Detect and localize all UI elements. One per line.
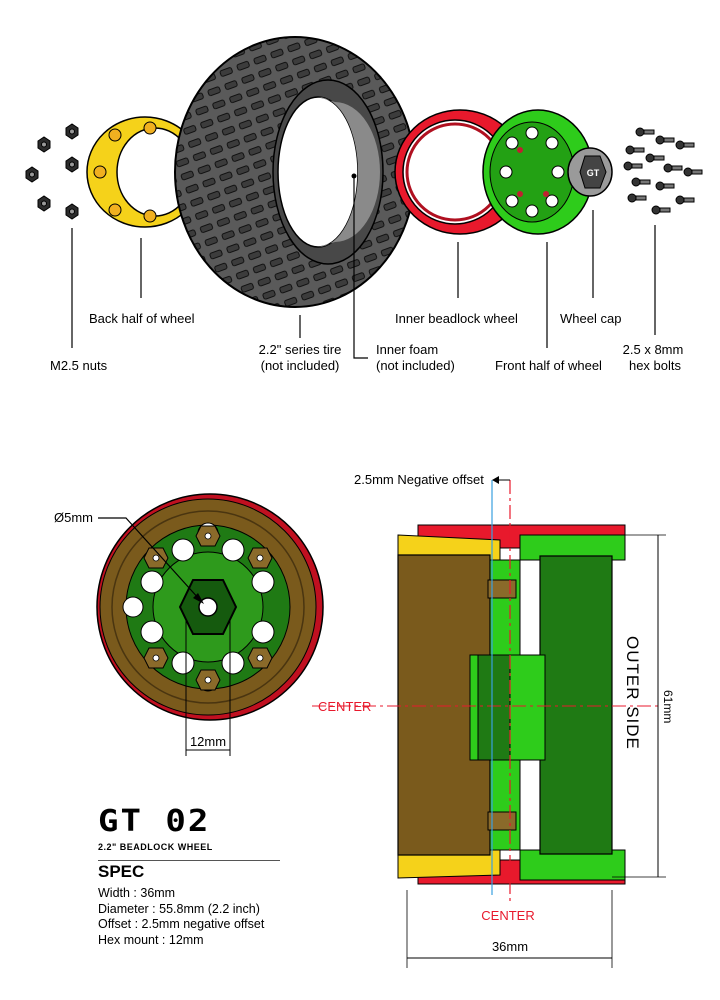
svg-text:GT: GT (587, 168, 600, 178)
label-bolts-1: 2.5 x 8mm (623, 342, 684, 357)
spec-block: SPEC Width : 36mm Diameter : 55.8mm (2.2… (98, 862, 264, 948)
bolt-icon (683, 167, 703, 177)
hex-size-label: 12mm (190, 734, 226, 749)
wheel-cap: GT (567, 147, 613, 197)
bolt-icon (623, 161, 643, 171)
back-half-wheel (86, 116, 204, 228)
label-back-half: Back half of wheel (89, 311, 195, 326)
center-label-left: CENTER (318, 699, 371, 714)
bolt-icon (655, 135, 675, 145)
nut-icon (25, 166, 39, 183)
height-dim-label: 61mm (661, 690, 675, 723)
label-bolts-2: hex bolts (629, 358, 682, 373)
bolt-icon (675, 195, 695, 205)
nut-icon (65, 156, 79, 173)
nut-icon (65, 123, 79, 140)
nut-icon (37, 136, 51, 153)
spec-width: Width : 36mm (98, 886, 176, 900)
outer-side-label: OUTER SIDE (623, 636, 642, 750)
tire (174, 36, 416, 308)
spec-heading: SPEC (98, 862, 145, 881)
spec-diameter: Diameter : 55.8mm (2.2 inch) (98, 901, 260, 916)
label-wheel-cap: Wheel cap (560, 311, 621, 326)
nut-icon (65, 203, 79, 220)
label-inner-beadlock: Inner beadlock wheel (395, 311, 518, 326)
label-tire-2: (not included) (261, 358, 340, 373)
spec-hex: Hex mount : 12mm (98, 932, 204, 947)
spec-offset: Offset : 2.5mm negative offset (98, 917, 265, 931)
center-label-bottom: CENTER (481, 908, 534, 923)
bolt-icon (675, 140, 695, 150)
bolt-icon (625, 145, 645, 155)
label-front-half: Front half of wheel (495, 358, 602, 373)
bolt-icon (645, 153, 665, 163)
front-half-wheel (482, 109, 594, 235)
bolt-icon (651, 205, 671, 215)
hex-bolts (623, 127, 703, 215)
width-dim-label: 36mm (492, 939, 528, 954)
m25-nuts (25, 123, 79, 220)
brand-subtitle: 2.2" BEADLOCK WHEEL (98, 842, 213, 852)
offset-label: 2.5mm Negative offset (354, 472, 484, 487)
label-tire-1: 2.2" series tire (259, 342, 342, 357)
label-foam-2: (not included) (376, 358, 455, 373)
hole-diameter-label: Ø5mm (54, 510, 93, 525)
nut-icon (37, 195, 51, 212)
label-foam-1: Inner foam (376, 342, 438, 357)
brand-logo: GT 02 (98, 803, 211, 840)
bolt-icon (631, 177, 651, 187)
leader-lines (71, 176, 656, 359)
divider (98, 860, 280, 861)
bolt-icon (655, 181, 675, 191)
bolt-icon (663, 163, 683, 173)
bolt-icon (635, 127, 655, 137)
exploded-labels: M2.5 nuts Back half of wheel 2.2" series… (50, 311, 683, 373)
brand-block: GT 02 2.2" BEADLOCK WHEEL (98, 806, 288, 861)
bolt-icon (627, 193, 647, 203)
label-m25-nuts: M2.5 nuts (50, 358, 108, 373)
section-view: 2.5mm Negative offset CENTER CENTER OUTE… (312, 472, 675, 968)
front-view: Ø5mm 12mm (54, 493, 324, 756)
